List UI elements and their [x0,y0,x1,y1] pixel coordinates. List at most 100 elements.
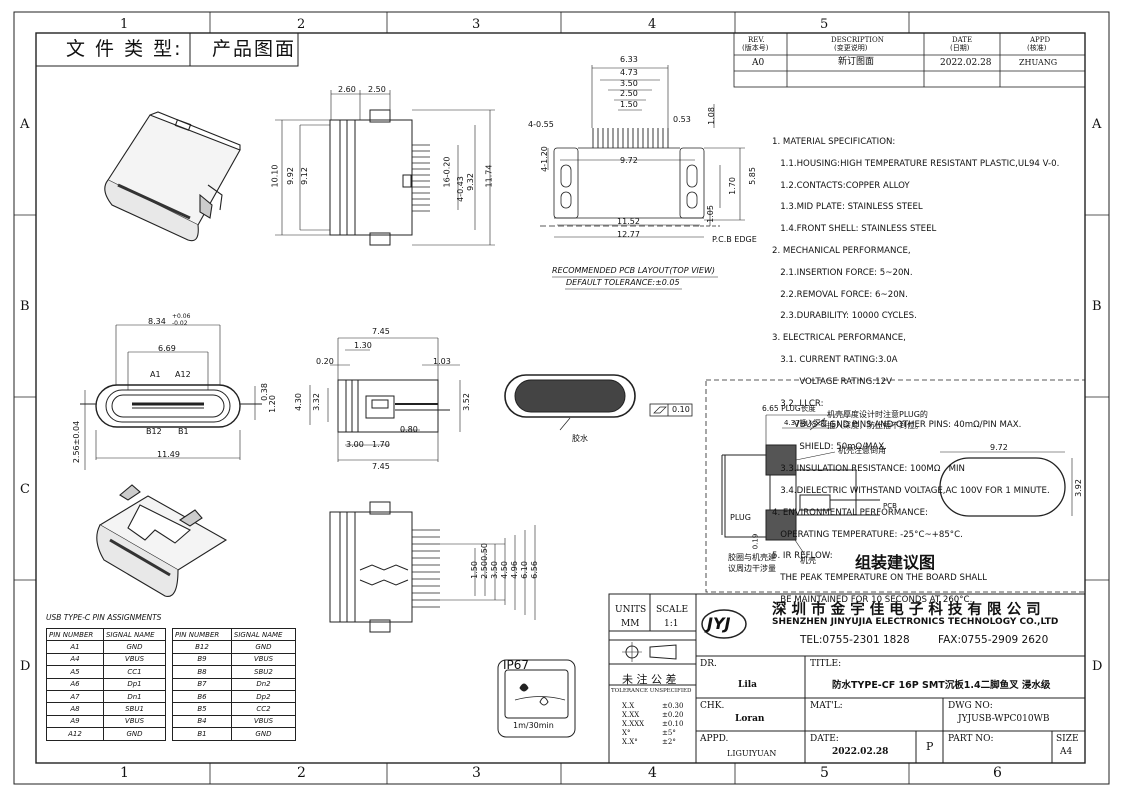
spec-line: 4. ENVIRONMENTAL PERFORMANCE: [772,507,928,518]
doc-type-value: 产品图面 [212,38,297,60]
spec-line: 3.1. CURRENT RATING:3.0A [772,355,898,366]
dim-label: 1.03 [433,357,451,366]
scale-value: 1:1 [664,619,679,629]
flatness-value: 0.10 [672,405,690,414]
pin-cell: B6 [172,689,232,704]
spec-line: 2.2.REMOVAL FORCE: 6~20N. [772,289,908,300]
desc-header-en: DESCRIPTION [831,36,884,44]
tolerance-value: ±5° [662,729,676,737]
tolerance-value: ±0.20 [662,711,684,719]
outer-frame [13,11,1110,785]
pin-label-a1: A1 [150,370,161,379]
pin-cell: A7 [46,689,104,704]
pcb-layout [540,65,745,290]
dim-label: 11.49 [157,450,180,459]
signal-cell: SBU2 [230,665,297,679]
tolerance-value: ±2° [662,738,676,746]
checked-by-value: Loran [735,714,765,724]
size-label: SIZE [1056,734,1079,744]
dim-label: 1.70 [372,440,390,449]
doc-type-label: 文 件 类 型: [66,38,183,60]
rev-appd-value: ZHUANG [1019,58,1058,67]
spec-line: 1.1.HOUSING:HIGH TEMPERATURE RESISTANT P… [772,158,1060,169]
gasket-view [504,374,693,431]
appd-header-cn: (核准) [1027,44,1047,52]
assembly-note-2: 机壳注意倒角 [838,446,886,455]
units-value: MM [621,619,640,629]
tolerance-key: X.XX [622,711,640,719]
pin-cell: B4 [172,714,232,729]
units-label: UNITS [615,605,647,615]
tolerance-value: ±0.30 [662,702,684,710]
dim-label: 4.73 [620,68,638,77]
dim-label: 4.96 [509,561,519,579]
zone-row-d-right: D [1092,659,1103,674]
signal-cell: GND [102,640,167,654]
dim-label: 1.05 [705,205,715,223]
spec-line: BE MAINTAINED FOR 10 SECONDS AT 260°C. [772,594,973,605]
shell-label: 机壳 [800,556,816,565]
spec-line: SHIELD: 50mΩ/MAX. [772,442,887,453]
signal-cell: Dp2 [230,689,297,704]
dim-label: 3.32 [311,393,321,411]
dim-label: 2.50 [479,561,489,579]
spec-line: OPERATING TEMPERATURE: -25°C~+85°C. [772,529,963,540]
page-label: P [926,740,934,753]
dim-label: 7.45 [372,327,390,336]
dim-label: 0.80 [400,425,418,434]
dim-label: 1.70 [727,177,737,195]
signal-cell: CC2 [230,702,297,716]
zone-col-2-bottom: 2 [297,765,306,781]
spec-line: 5. IR REFLOW: [772,551,833,562]
signal-cell: GND [102,727,167,741]
pin-number-header: PIN NUMBER [46,627,104,642]
pin-cell: A12 [46,727,104,741]
dim-label: 1.50 [469,561,479,579]
zone-row-a-right: A [1092,117,1102,132]
plug-label: PLUG [730,513,751,522]
gap-label: 0.19 [751,533,760,550]
checked-by-label: CHK. [700,701,725,711]
appd-header-en: APPD [1030,36,1051,44]
pin-label-b12: B12 [146,427,162,436]
assembly-view [705,379,1086,593]
spec-line: 1.2.CONTACTS:COPPER ALLOY [772,180,910,191]
company-tel: TEL:0755-2301 1828 [800,634,910,646]
spec-line: 3.2. LLCR: [772,398,824,409]
drawn-by-label: DR. [700,659,717,669]
dim-label: 9.72 [620,156,638,165]
spec-line: VBUS & GND PINS AND OTHER PINS: 40mΩ/PIN… [772,420,1022,431]
dim-label: 4-1.20 [539,146,549,172]
zone-col-3-bottom: 3 [472,765,481,781]
pin-label-a12: A12 [175,370,191,379]
date-label: DATE: [810,734,839,744]
pin-cell: A1 [46,640,104,654]
assembly-note-3b: 议周边干涉量 [728,564,776,573]
zone-col-5-top: 5 [820,17,829,32]
dim-label: 9.12 [299,167,309,185]
size-value: A4 [1060,747,1073,757]
rev-value: A0 [752,58,765,68]
plug-length-label: 6.65 PLUG长度 [762,404,816,413]
dim-label: 10.10 [270,164,280,188]
date-value: 2022.02.28 [832,747,889,757]
tolerance-subtitle: TOLERANCE UNSPECIFIED [611,688,692,694]
tolerance-lower: -0.02 [172,320,188,327]
zone-row-b-left: B [20,299,30,314]
company-name-en: SHENZHEN JINYUJIA ELECTRONICS TECHNOLOGY… [772,617,1059,627]
company-logo: JYJ [707,614,731,633]
dim-label: 3.52 [461,393,471,411]
ip67-badge [497,659,576,738]
dim-label: 5.85 [747,167,757,185]
pcb-layout-title: RECOMMENDED PCB LAYOUT(TOP VIEW) [552,266,716,275]
iso-connector-top [104,111,241,242]
